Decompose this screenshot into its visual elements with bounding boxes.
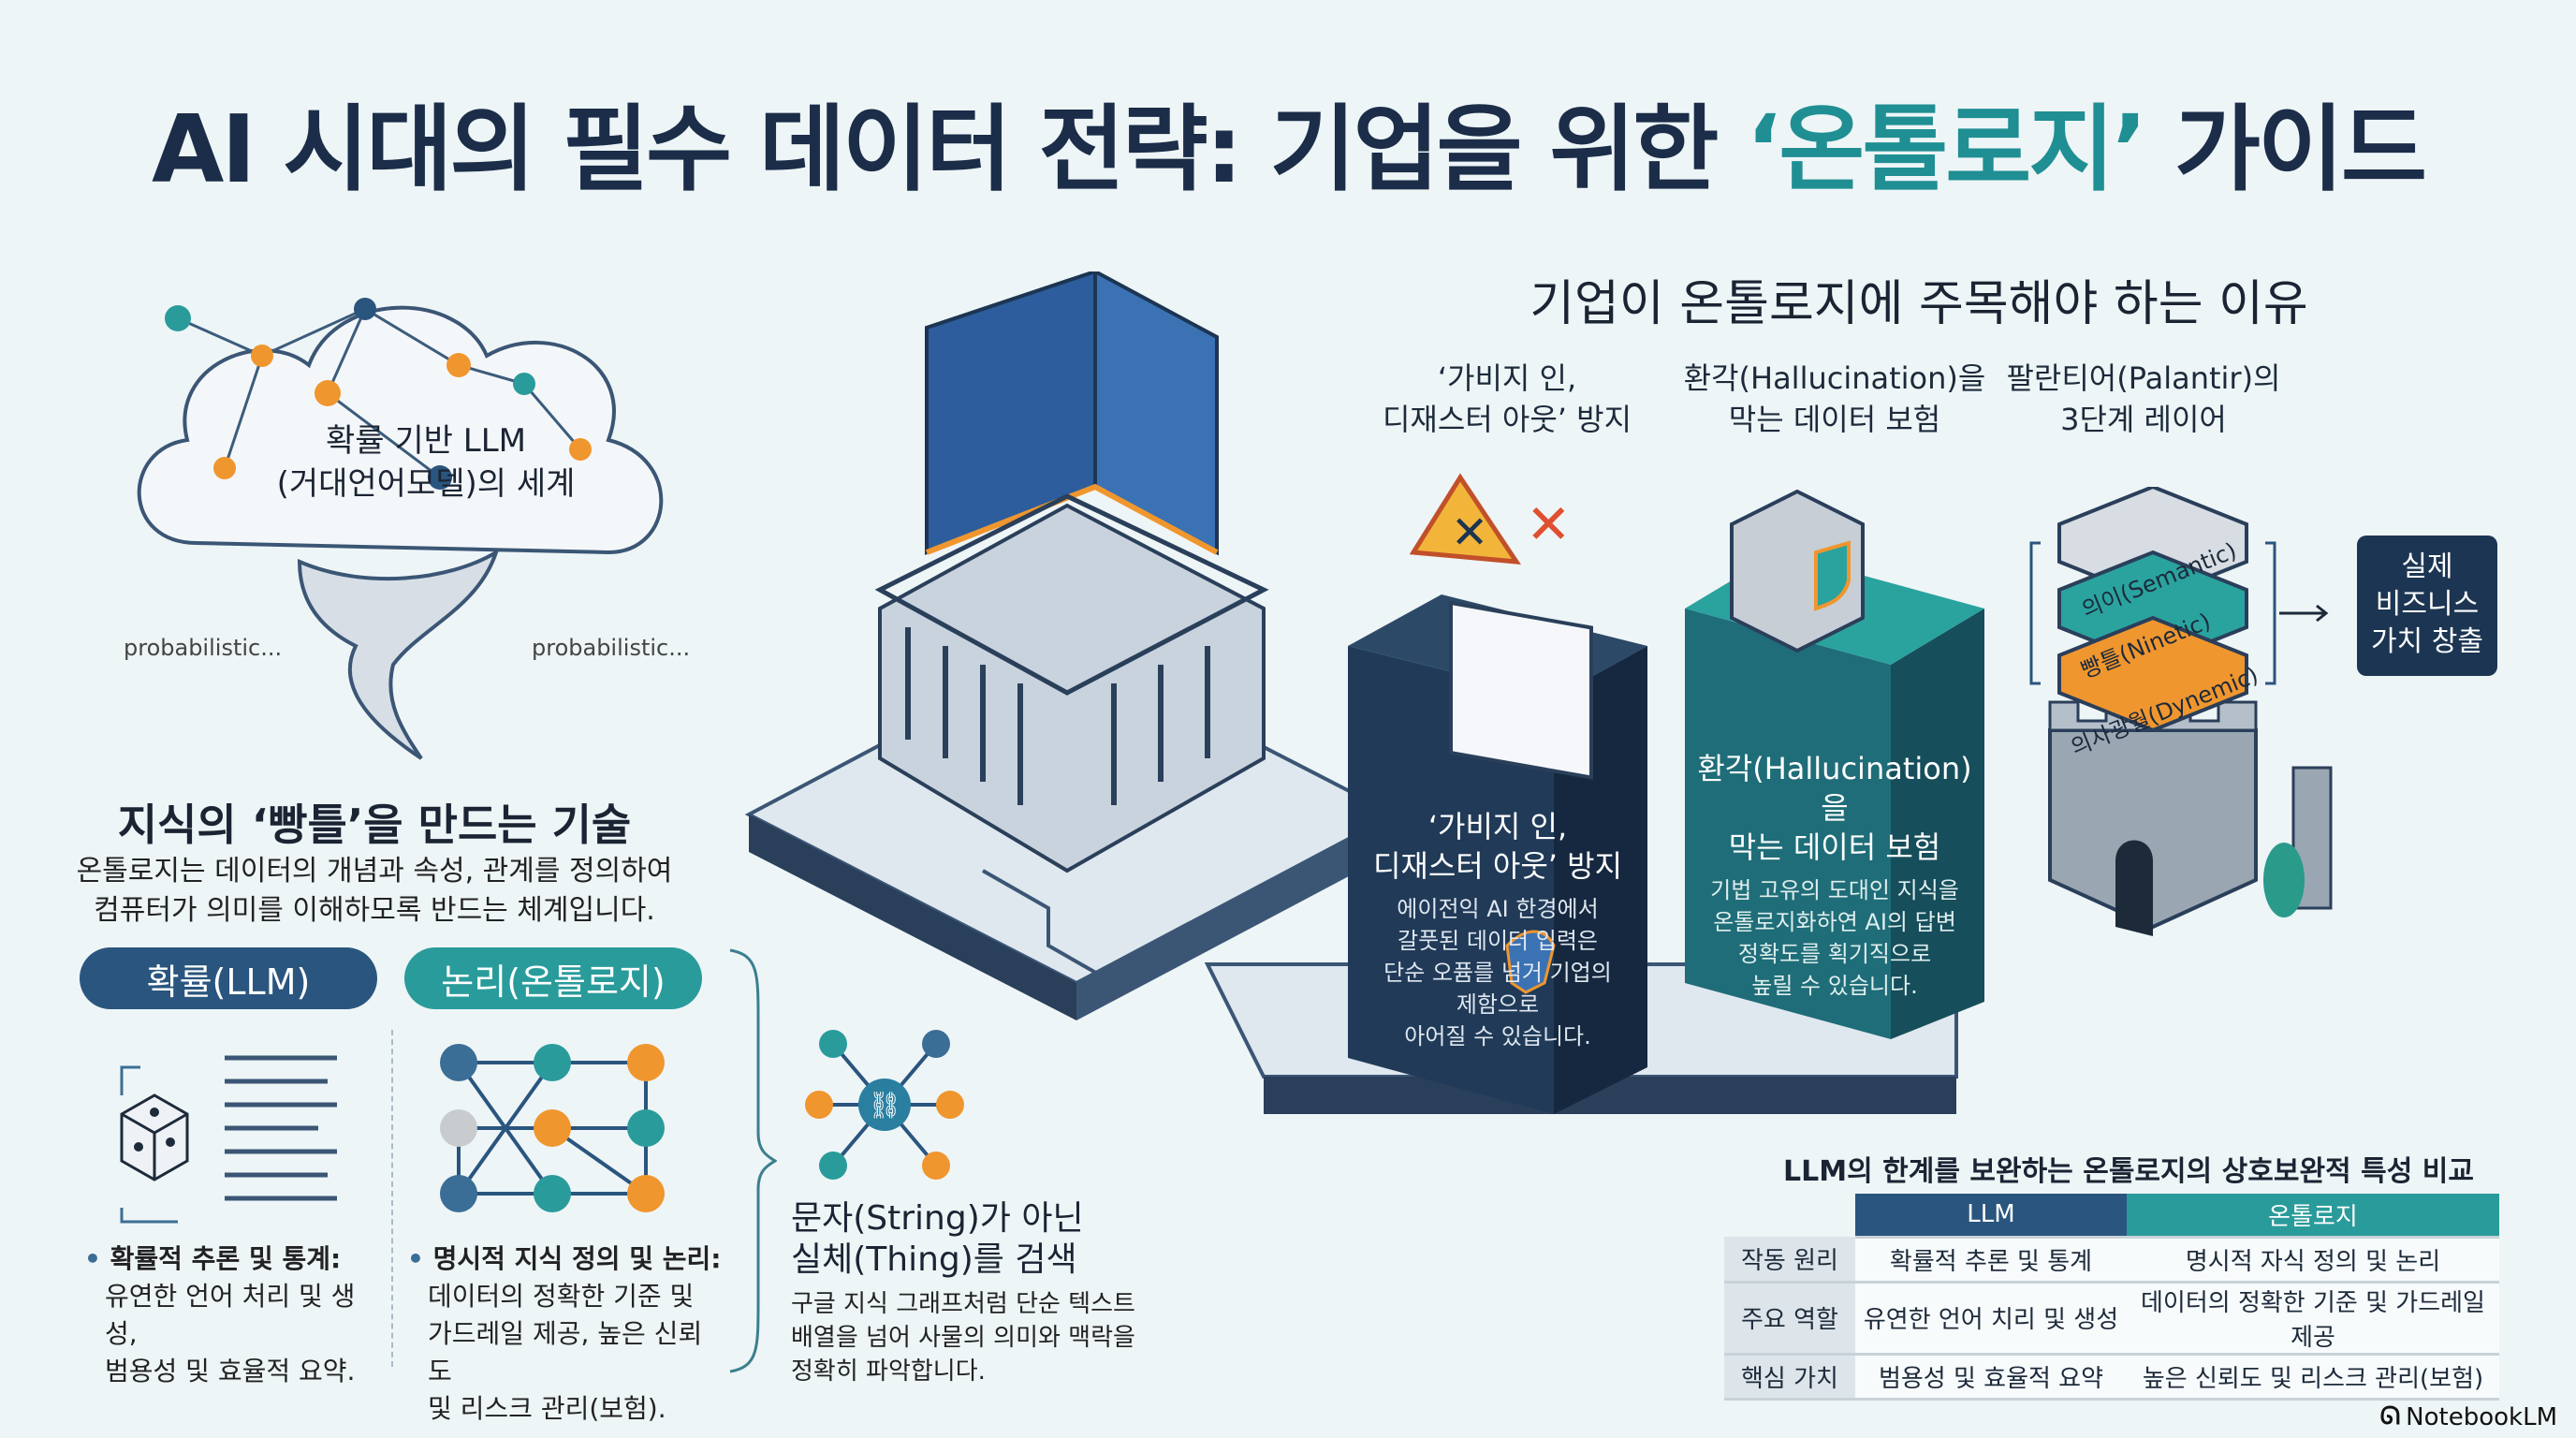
castle-layers-illustration <box>2029 487 2333 936</box>
network-nodes <box>165 298 592 490</box>
svg-text:⛓: ⛓ <box>868 1090 901 1121</box>
page-title: AI 시대의 필수 데이터 전략: 기업을 위한 ‘온톨로지’ 가이드 <box>151 95 2427 204</box>
svg-text:✕: ✕ <box>1526 492 1572 556</box>
dice-text-icon <box>120 1055 337 1224</box>
llm-pill: 확률(LLM) <box>80 947 377 1009</box>
llm-cloud-illustration <box>137 298 664 760</box>
notebooklm-logo-icon: ᘏ <box>2379 1402 2401 1431</box>
brace <box>729 948 777 1373</box>
svg-text:✕: ✕ <box>1451 506 1488 559</box>
divider <box>391 1030 393 1367</box>
isometric-building-illustration: ✕ ✕ <box>744 271 1984 1114</box>
reasons-heading: 기업이 온톨로지에 주목해야 하는 이유 <box>1530 276 2308 332</box>
ontology-graph-icon <box>440 1044 665 1212</box>
probabilistic-label-right: probabilistic... <box>532 635 691 661</box>
cloud-caption: 확률 기반 LLM(거대언어모델)의 세계 <box>276 422 576 503</box>
comparison-title: LLM의 한계를 보완하는 온톨로지의 상호보완적 특성 비교 <box>1783 1155 2474 1188</box>
probabilistic-label-left: probabilistic... <box>124 635 283 661</box>
knowledge-heading: 지식의 ‘빵틀’을 만드는 기술 <box>117 800 632 850</box>
reason-1-heading: ‘가비지 인,디재스터 아웃’ 방지 <box>1382 360 1632 437</box>
column-header-llm: LLM <box>1855 1194 2127 1239</box>
llm-bullet: • 확률적 추론 및 통계:유연한 언어 처리 및 생성,범용성 및 효율적 요… <box>84 1243 356 1387</box>
title-accent: ‘온톨로지’ <box>1746 95 2147 204</box>
ontology-pill: 논리(온톨로지) <box>404 947 702 1009</box>
entity-link-icon: ⛓ <box>805 1030 964 1180</box>
column-header-ontology: 온톨로지 <box>2127 1194 2499 1239</box>
